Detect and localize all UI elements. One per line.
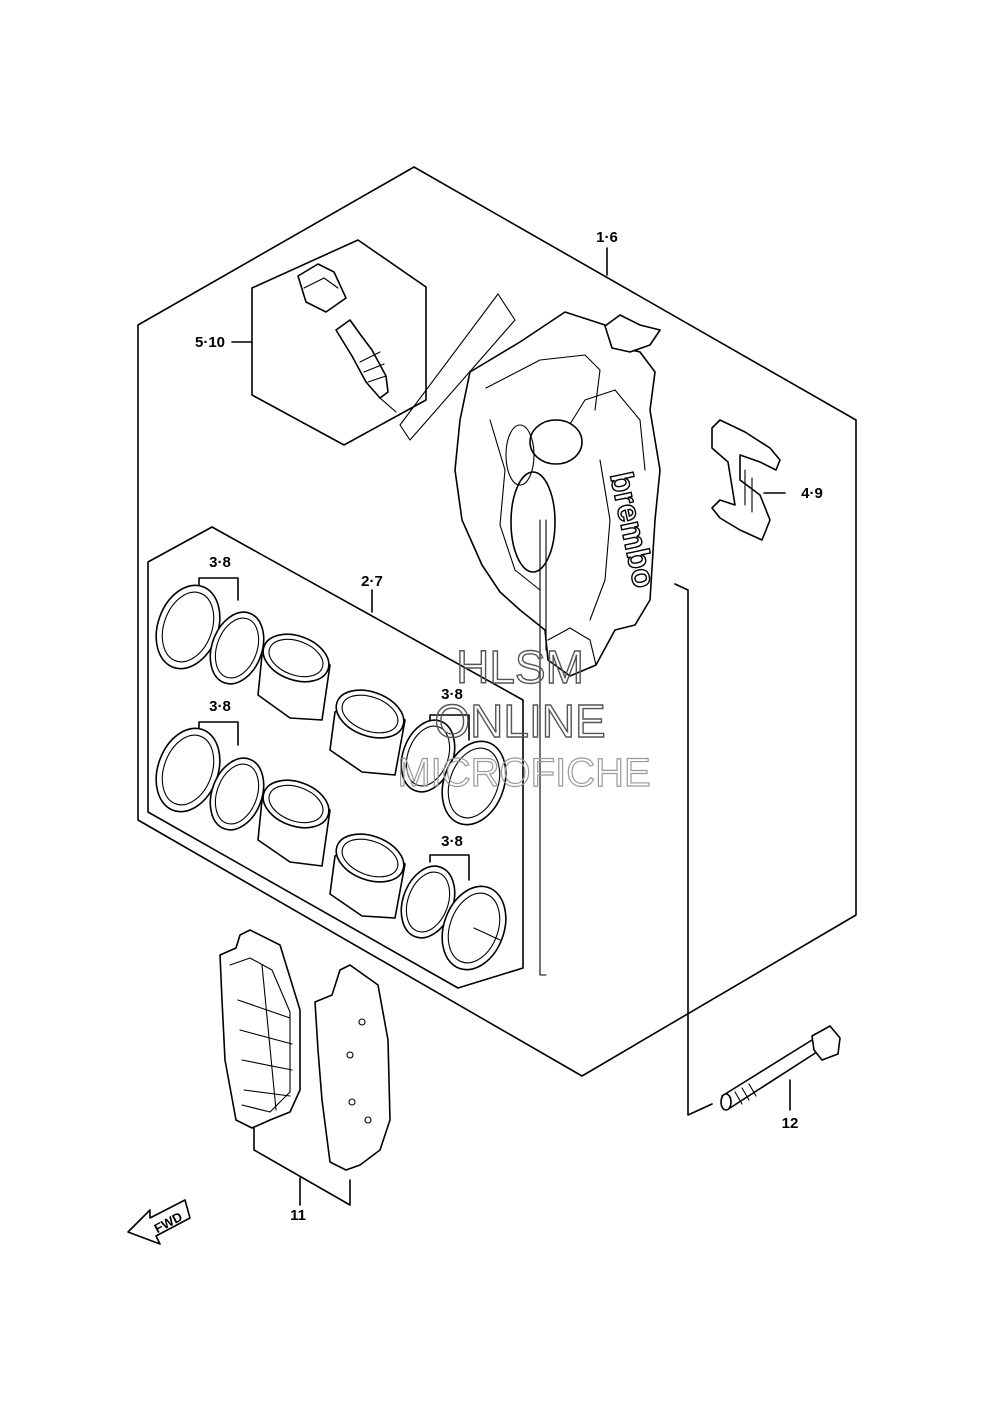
seal-ring-small-1 — [209, 611, 265, 685]
brake-pad-inner — [219, 929, 301, 1129]
leader-pad-set — [253, 1127, 351, 1206]
piston-2 — [329, 689, 406, 776]
seal-ring-large-3 — [155, 727, 221, 813]
forward-direction-arrow: FWD — [127, 1199, 191, 1245]
seal-ring-large-2 — [441, 740, 507, 826]
seal-ring-small-2 — [400, 719, 456, 793]
watermark-line-1: HLSM — [456, 641, 584, 693]
seal-bracket-b — [198, 721, 239, 746]
label-seal-kit-b: 3·8 — [209, 698, 231, 715]
watermark-line-2: ONLINE — [434, 695, 605, 747]
watermark-line-3: MICROFICHE — [397, 751, 650, 795]
label-pad-set: 11 — [290, 1207, 306, 1224]
brake-pad-outer — [314, 964, 391, 1171]
label-seal-kit-d: 3·8 — [441, 833, 463, 850]
forward-label: FWD — [152, 1209, 185, 1236]
label-pad-spring: 4·9 — [801, 485, 823, 502]
brake-caliper-body: brembo — [454, 311, 663, 976]
bleeder-valve — [335, 319, 397, 413]
label-bleeder-set: 5·10 — [195, 334, 225, 351]
seal-ring-small-3 — [209, 757, 265, 831]
seal-bracket-d — [429, 854, 470, 881]
caliper-bolt — [720, 1025, 841, 1111]
label-caliper-assembly: 1·6 — [596, 229, 618, 246]
piston-kit-frame — [147, 526, 524, 989]
piston-3 — [257, 779, 331, 867]
label-seal-kit-c: 3·8 — [441, 686, 463, 703]
piston-1 — [257, 633, 331, 721]
seal-bracket-a — [198, 577, 239, 601]
seal-bracket-c — [429, 714, 470, 741]
label-bolt: 12 — [782, 1115, 799, 1132]
label-piston-kit: 2·7 — [361, 573, 383, 590]
caliper-assembly-frame — [137, 166, 857, 1077]
pad-spring — [711, 419, 781, 541]
bleeder-cap — [297, 263, 347, 313]
piston-4 — [329, 833, 406, 919]
seal-ring-large-4 — [441, 885, 507, 971]
leader-bleeder-to-caliper — [399, 293, 516, 441]
bleeder-set-frame — [251, 239, 427, 446]
label-seal-kit-a: 3·8 — [209, 554, 231, 571]
leader-bolt-bracket — [674, 583, 713, 1116]
